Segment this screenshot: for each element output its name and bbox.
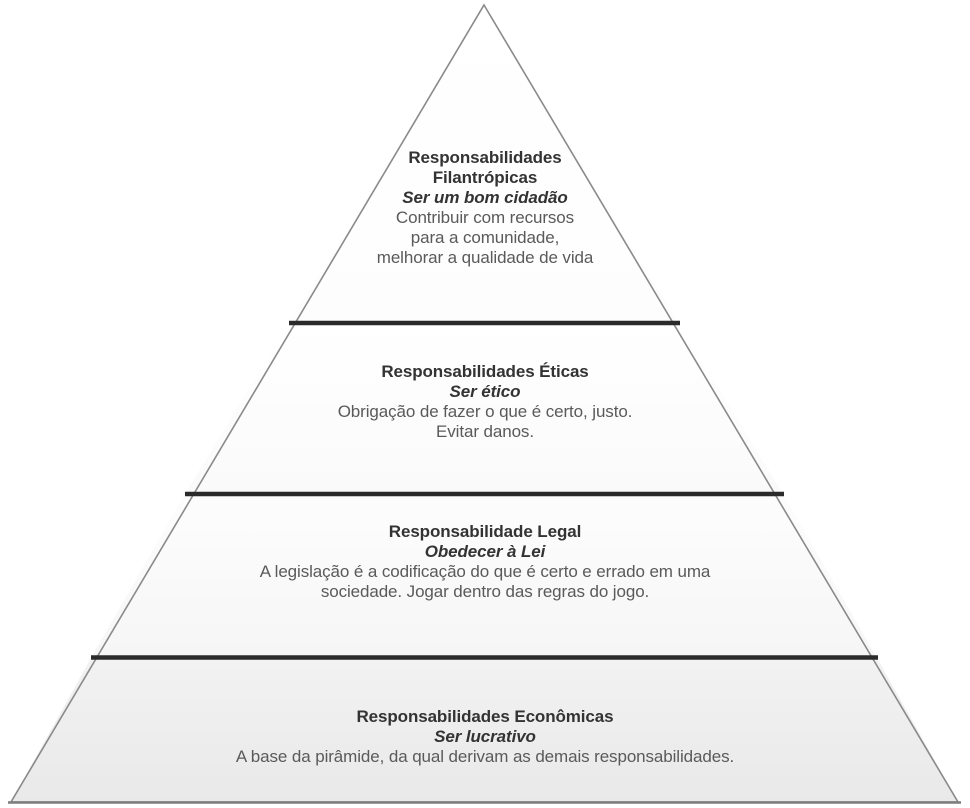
- tier-economic-heading: Responsabilidades Econômicas: [356, 707, 614, 726]
- tier-legal-body: A legislação é a codificação do que é ce…: [259, 562, 711, 602]
- tier-fill-legal: [91, 494, 877, 658]
- tier-ethical-heading: Responsabilidades Éticas: [381, 362, 589, 381]
- tier-philanthropic-heading: Responsabilidades Filantrópicas: [408, 148, 562, 188]
- tier-economic-subtitle: Ser lucrativo: [434, 727, 536, 747]
- tier-fill-economic: [11, 658, 958, 802]
- tier-legal-heading: Responsabilidade Legal: [388, 522, 582, 541]
- tier-ethical: Responsabilidades Éticas Ser ético Obrig…: [255, 362, 715, 442]
- tier-philanthropic: Responsabilidades Filantrópicas Ser um b…: [285, 148, 685, 268]
- tier-economic-body: A base da pirâmide, da qual derivam as d…: [235, 747, 735, 767]
- tier-ethical-body: Obrigação de fazer o que é certo, justo.…: [337, 402, 633, 442]
- tier-economic: Responsabilidades Econômicas Ser lucrati…: [105, 707, 865, 767]
- tier-fill-philanthropic: [289, 5, 679, 323]
- tier-philanthropic-body: Contribuir com recursos para a comunidad…: [376, 208, 594, 268]
- tier-philanthropic-subtitle: Ser um bom cidadão: [402, 188, 568, 208]
- tier-ethical-subtitle: Ser ético: [449, 382, 521, 402]
- tier-legal-subtitle: Obedecer à Lei: [424, 542, 546, 562]
- tier-legal: Responsabilidade Legal Obedecer à Lei A …: [175, 522, 795, 602]
- tier-fill-ethical: [185, 323, 783, 494]
